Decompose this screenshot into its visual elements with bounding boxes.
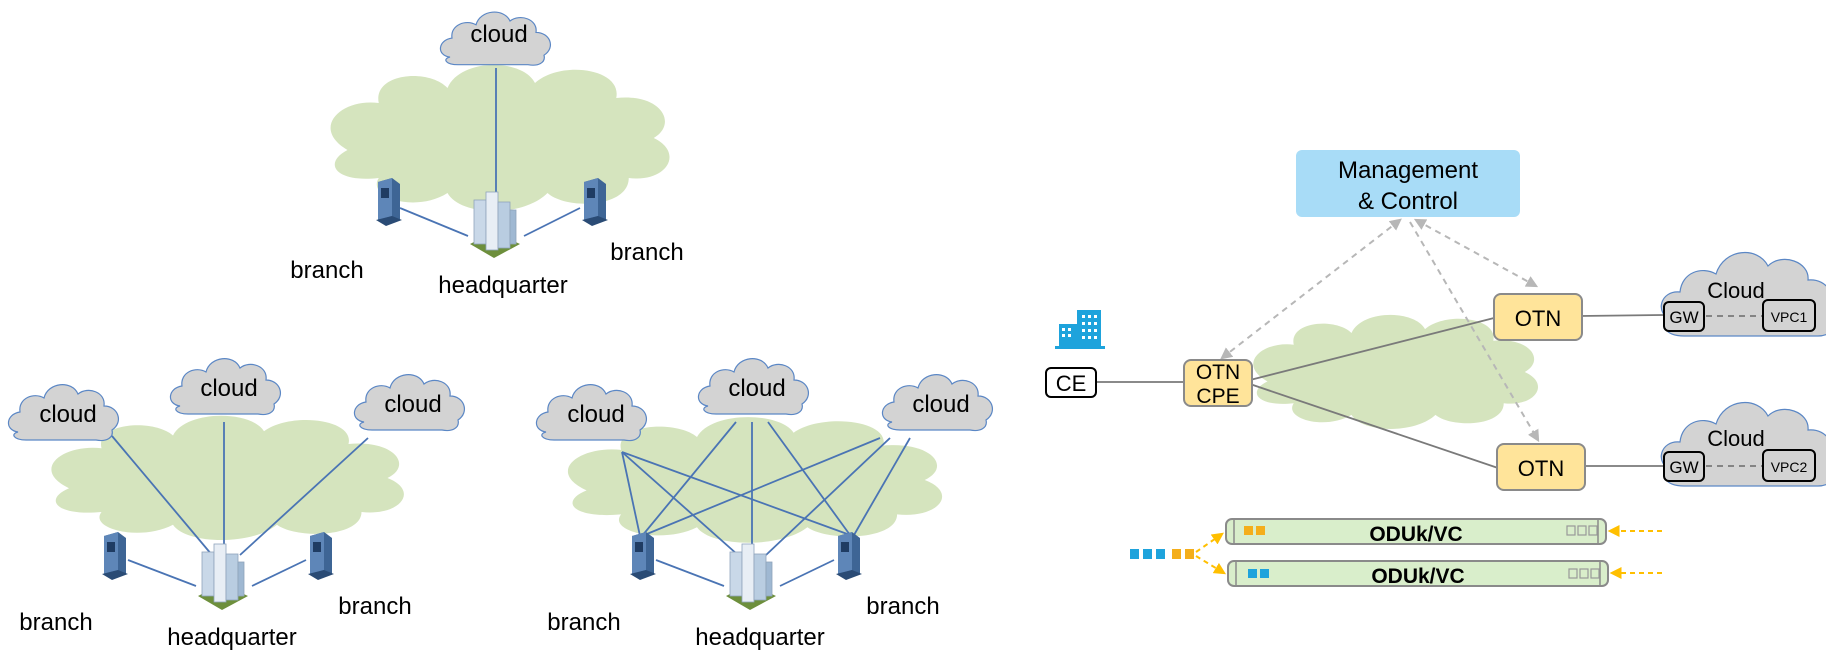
otn-cpe-label-line2: CPE (1196, 385, 1239, 408)
otn-label: OTN (1518, 456, 1564, 481)
branch-terminal-icon (308, 532, 334, 580)
vpc2-box (1762, 449, 1816, 482)
cloud-label: cloud (200, 375, 257, 402)
branch-label: branch (866, 593, 939, 620)
management-label-line1: Management (1338, 157, 1478, 184)
otn-node-1 (1493, 293, 1583, 341)
otn-cpe-label-line1: OTN (1196, 361, 1240, 384)
headquarter-label: headquarter (438, 272, 567, 299)
control-link (1413, 218, 1539, 288)
gw-box-2 (1663, 451, 1705, 482)
gw-label: GW (1669, 308, 1698, 327)
oduk-label: ODUk/VC (1369, 523, 1462, 546)
control-link (1220, 218, 1402, 360)
headquarter-building-icon (725, 543, 777, 611)
branch-label: branch (547, 609, 620, 636)
management-control-box (1296, 150, 1520, 217)
bottom-left-diagram: cloud cloud cloud branch branch headquar… (7, 358, 466, 651)
headquarter-label: headquarter (167, 624, 296, 651)
branch-label: branch (338, 593, 411, 620)
cloud-cap-label: Cloud (1707, 426, 1764, 451)
client-signal-squares (1130, 549, 1194, 559)
oduk-pipe-1: ODUk/VC (1225, 518, 1607, 546)
enterprise-building-icon (1055, 310, 1105, 349)
top-diagram: cloud branch branch headquarter (290, 11, 684, 299)
oduk-label: ODUk/VC (1371, 565, 1464, 588)
branch-terminal-icon (102, 532, 128, 580)
vpc2-label: VPC2 (1771, 459, 1808, 475)
branch-terminal-icon (836, 532, 862, 580)
cloud-cap-label: Cloud (1707, 278, 1764, 303)
vpc1-box (1762, 299, 1816, 332)
control-link (1409, 221, 1540, 443)
branch-terminal-icon (630, 532, 656, 580)
cloud-label: cloud (384, 391, 441, 418)
bottom-mesh-diagram: cloud cloud cloud branch branch headquar… (535, 358, 994, 651)
gw-box-1 (1663, 301, 1705, 332)
ce-label: CE (1056, 371, 1087, 396)
otn-node-2 (1496, 443, 1586, 491)
headquarter-label: headquarter (695, 624, 824, 651)
branch-label: branch (610, 239, 683, 266)
otn-diagram: Management & Control CE OTN CPE OTN OTN (1045, 150, 1826, 588)
cloud-label: cloud (567, 401, 624, 428)
cloud-label: cloud (39, 401, 96, 428)
branch-label: branch (19, 609, 92, 636)
branch-terminal-icon (376, 178, 402, 226)
oduk-pipe-2: ODUk/VC (1227, 560, 1609, 588)
vpc1-label: VPC1 (1771, 309, 1808, 325)
branch-terminal-icon (582, 178, 608, 226)
otn-cpe-node (1183, 359, 1253, 407)
management-label-line2: & Control (1358, 188, 1458, 215)
branch-label: branch (290, 257, 363, 284)
cloud-label: cloud (912, 391, 969, 418)
ce-box (1045, 367, 1097, 398)
otn-label: OTN (1515, 306, 1561, 331)
cloud-label: cloud (728, 375, 785, 402)
gw-label: GW (1669, 458, 1698, 477)
cloud-label: cloud (470, 21, 527, 48)
